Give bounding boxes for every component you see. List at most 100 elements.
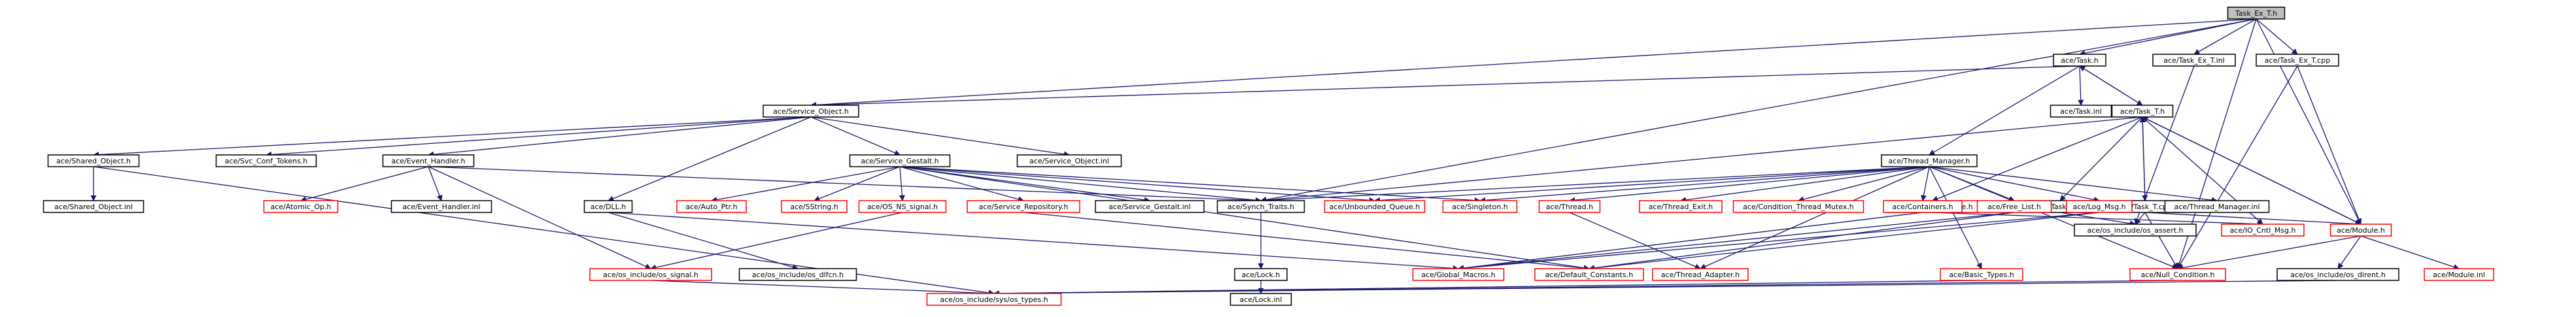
edge-line <box>2256 18 2298 55</box>
node-default-constants-h[interactable]: ace/Default_Constants.h <box>1534 268 1644 281</box>
node-box <box>2227 7 2286 20</box>
edge-line <box>428 166 1262 204</box>
node-basic-types-h[interactable]: ace/Basic_Types.h <box>1940 268 2023 281</box>
node-thread-manager-inl[interactable]: ace/Thread_Manager.inl <box>2164 200 2270 213</box>
node-box <box>1442 200 1518 213</box>
node-box <box>43 200 145 213</box>
node-module-inl[interactable]: ace/Module.inl <box>2424 268 2494 281</box>
node-shared-object-h[interactable]: ace/Shared_Object.h <box>47 154 140 167</box>
edge-line <box>2360 235 2460 270</box>
edge-thread-manager-h-to-synch-traits-h <box>1260 166 1930 204</box>
node-sstring-h[interactable]: ace/SString.h <box>781 200 848 213</box>
node-service-gestalt-h[interactable]: ace/Service_Gestalt.h <box>849 154 951 167</box>
node-box <box>263 200 339 213</box>
node-box <box>1940 268 2023 281</box>
node-global-macros-h[interactable]: ace/Global_Macros.h <box>1412 268 1505 281</box>
node-service-repository-h[interactable]: ace/Service_Repository.h <box>967 200 1080 213</box>
edge-free-list-h-to-global-macros-h <box>1458 212 2015 271</box>
node-task-h[interactable]: ace/Task.h <box>2053 54 2106 67</box>
edge-line <box>1569 212 1701 269</box>
node-lock-h[interactable]: ace/Lock.h <box>1234 268 1288 281</box>
node-service-object-h[interactable]: ace/Service_Object.h <box>763 105 859 118</box>
node-unbounded-queue-h[interactable]: ace/Unbounded_Queue.h <box>1324 200 1426 213</box>
edge-task-t-h-to-task-h <box>2079 65 2143 106</box>
node-task-t-h[interactable]: ace/Task_T.h <box>2111 105 2174 118</box>
node-os-assert-h[interactable]: ace/os_include/os_assert.h <box>2074 224 2197 237</box>
node-box <box>2053 54 2106 67</box>
node-label: ace/Log_Msg.h <box>2072 203 2125 211</box>
node-box <box>2129 268 2226 281</box>
edge-thread-manager-h-to-thread-exit-h <box>1680 166 1930 203</box>
node-auto-ptr-h[interactable]: ace/Auto_Ptr.h <box>676 200 747 213</box>
node-synch-traits-h[interactable]: ace/Synch_Traits.h <box>1216 200 1305 213</box>
node-os-ns-signal-h[interactable]: ace/OS_NS_signal.h <box>858 200 947 213</box>
edge-line <box>1589 212 2100 271</box>
node-label: ace/Null_Condition.h <box>2140 271 2214 279</box>
node-service-gestalt-inl[interactable]: ace/Service_Gestalt.inl <box>1095 200 1205 213</box>
node-os-dirent-h[interactable]: ace/os_include/os_dirent.h <box>2276 268 2399 281</box>
edge-line <box>1479 166 1930 203</box>
node-condition-thread-mutex-h[interactable]: ace/Condition_Thread_Mutex.h <box>1732 200 1864 213</box>
node-task-ex-t-inl[interactable]: ace/Task_Ex_T.inl <box>2152 54 2236 67</box>
node-os-types-h[interactable]: ace/os_include/sys/os_types.h <box>926 293 1062 306</box>
edge-line <box>2337 235 2361 269</box>
node-label: ace/Singleton.h <box>1452 203 1508 211</box>
edge-service-gestalt-h-to-service-gestalt-inl <box>899 166 1150 203</box>
node-label: ace/Service_Object.h <box>773 107 849 116</box>
node-lock-inl[interactable]: ace/Lock.inl <box>1229 293 1292 306</box>
node-box <box>967 200 1080 213</box>
node-box <box>2111 105 2174 118</box>
node-label: ace/Containers.h <box>1892 203 1953 211</box>
edge-line <box>2079 18 2257 56</box>
edge-line <box>608 212 799 271</box>
edge-containers-h-to-global-macros-h <box>1458 212 1923 271</box>
node-box <box>763 105 859 118</box>
edge-thread-manager-h-to-thread-adapter-h <box>1700 166 1930 269</box>
edge-line <box>1260 116 2143 203</box>
node-os-dlfcn-h[interactable]: ace/os_include/os_dlfcn.h <box>738 268 857 281</box>
edge-line <box>711 166 901 203</box>
node-free-list-h[interactable]: ace/Free_List.h <box>1976 200 2052 213</box>
node-label: ace/Atomic_Op.h <box>270 203 331 211</box>
edge-line <box>810 18 2257 108</box>
edge-line <box>2139 116 2146 201</box>
node-io-cntl-msg-h[interactable]: ace/IO_Cntl_Msg.h <box>2221 224 2305 237</box>
edge-line <box>608 212 1459 271</box>
node-box <box>390 200 492 213</box>
node-log-msg-h[interactable]: ace/Log_Msg.h <box>2066 200 2133 213</box>
node-event-handler-inl[interactable]: ace/Event_Handler.inl <box>390 200 492 213</box>
edge-line <box>2297 65 2362 225</box>
node-singleton-h[interactable]: ace/Singleton.h <box>1442 200 1518 213</box>
edge-task-ex-t-cpp-to-null-condition-h <box>2177 65 2298 269</box>
edge-line <box>2079 65 2143 106</box>
edge-service-object-h-to-svc-conf-tokens-h <box>266 116 812 158</box>
edge-line <box>2059 116 2143 201</box>
node-null-condition-h[interactable]: ace/Null_Condition.h <box>2129 268 2226 281</box>
node-event-handler-h[interactable]: ace/Event_Handler.h <box>382 154 475 167</box>
node-shared-object-inl[interactable]: ace/Shared_Object.inl <box>43 200 145 213</box>
node-task-ex-t-cpp[interactable]: ace/Task_Ex_T.cpp <box>2256 54 2339 67</box>
node-thread-adapter-h[interactable]: ace/Thread_Adapter.h <box>1652 268 1749 281</box>
node-box <box>738 268 857 281</box>
node-task-inl[interactable]: ace/Task.inl <box>2050 105 2112 118</box>
node-label: ace/Task.h <box>2061 56 2098 65</box>
node-svc-conf-tokens-h[interactable]: ace/Svc_Conf_Tokens.h <box>215 154 317 167</box>
node-label: ace/Svc_Conf_Tokens.h <box>225 157 308 165</box>
node-thread-exit-h[interactable]: ace/Thread_Exit.h <box>1639 200 1723 213</box>
edge-task-h-to-task-inl <box>2078 65 2084 106</box>
node-box <box>1639 200 1723 213</box>
node-service-object-inl[interactable]: ace/Service_Object.inl <box>1016 154 1122 167</box>
node-thread-h[interactable]: ace/Thread.h <box>1538 200 1601 213</box>
node-dll-h[interactable]: ace/DLL.h <box>583 200 633 213</box>
node-task-ex-t-h[interactable]: Task_Ex_T.h <box>2227 7 2286 20</box>
node-containers-h[interactable]: ace/Containers.h <box>1883 200 1963 213</box>
edge-task-ex-t-h-to-module-h <box>2256 18 2361 225</box>
edge-line <box>1374 166 1930 204</box>
edge-line <box>266 116 812 158</box>
node-os-signal-h[interactable]: ace/os_include/os_signal.h <box>589 268 712 281</box>
node-module-h[interactable]: ace/Module.h <box>2329 224 2392 237</box>
node-atomic-op-h[interactable]: ace/Atomic_Op.h <box>263 200 339 213</box>
node-box <box>1229 293 1292 306</box>
node-thread-manager-h[interactable]: ace/Thread_Manager.h <box>1881 154 1978 167</box>
node-label: ace/os_include/os_dirent.h <box>2290 271 2386 279</box>
